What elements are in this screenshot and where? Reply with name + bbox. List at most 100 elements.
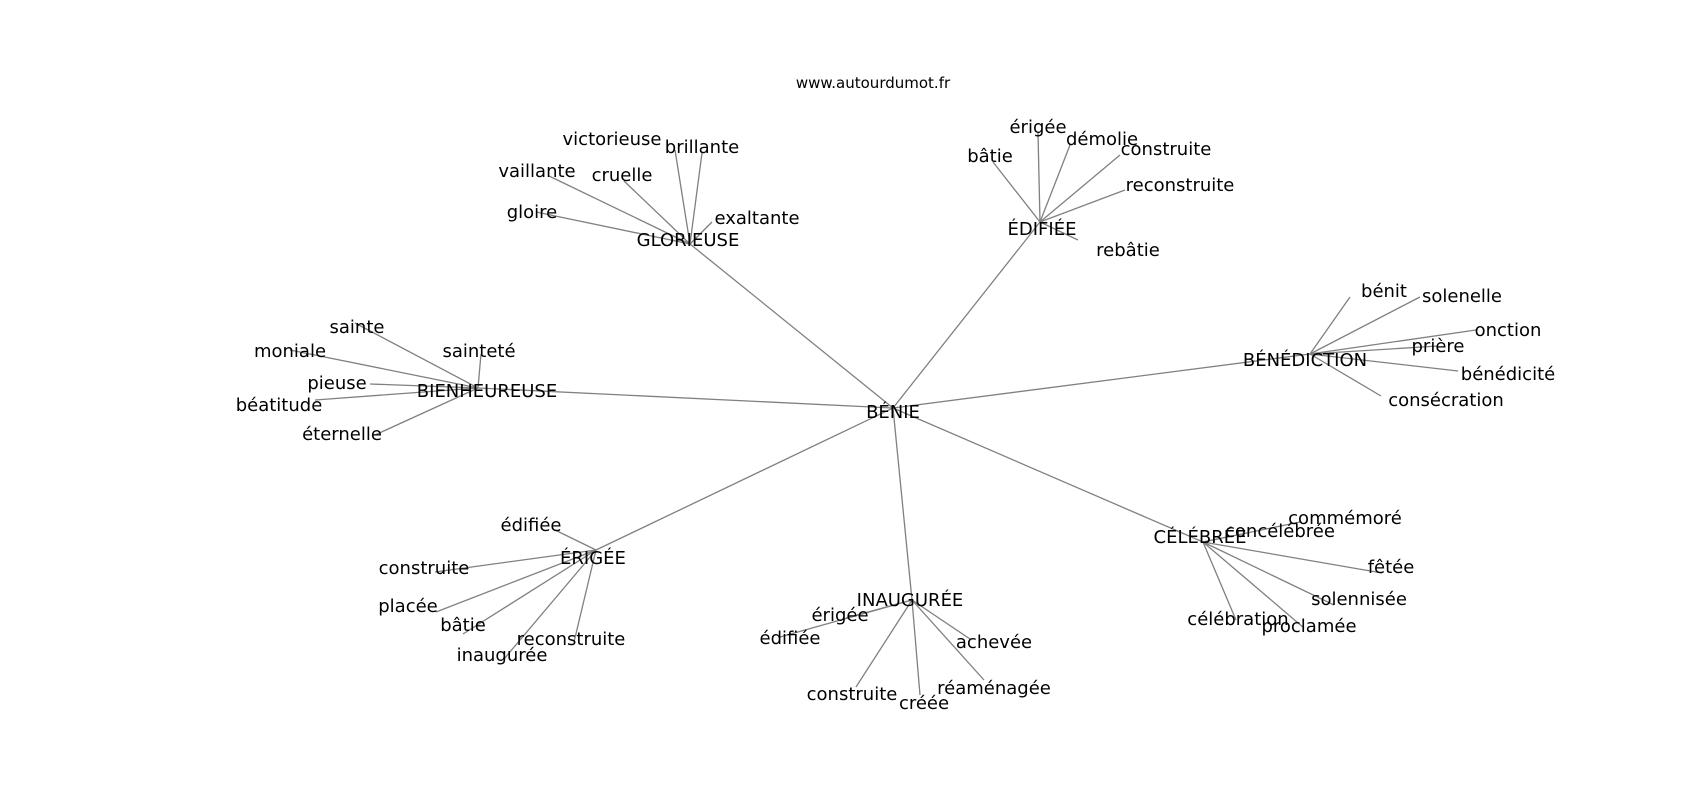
edge-hub-leaf [1309,353,1382,397]
edge-hub-leaf [689,152,703,245]
hub-word[interactable]: ÉDIFIÉE [1008,218,1077,240]
edge-center-hub [892,407,1204,543]
leaf-word[interactable]: célébration [1187,609,1288,630]
edges-layer [289,132,1477,696]
edge-hub-leaf [1309,329,1477,355]
edge-hub-leaf [1202,541,1237,621]
leaf-word[interactable]: fêtée [1368,557,1415,578]
leaf-word[interactable]: érigée [811,605,868,626]
edge-hub-leaf [477,353,482,389]
leaf-word[interactable]: créée [899,693,949,714]
edge-hub-leaf [623,180,691,245]
edge-hub-leaf [1309,345,1439,355]
leaf-word[interactable]: inaugurée [457,645,548,666]
leaf-word[interactable]: bâtie [440,615,486,636]
edge-center-hub [892,221,1041,409]
edge-hub-leaf [462,549,597,635]
hub-word[interactable]: INAUGURÉE [857,589,964,611]
edge-hub-leaf [369,383,479,389]
edge-hub-leaf [554,529,597,551]
edge-hub-leaf [992,161,1041,223]
leaf-word[interactable]: prière [1412,336,1465,357]
leaf-word[interactable]: bénit [1361,281,1407,302]
leaf-word[interactable]: béatitude [236,395,323,416]
edge-hub-leaf [911,599,985,681]
edge-hub-leaf [434,549,597,573]
leaf-word[interactable]: édifiée [760,628,821,649]
edge-hub-leaf [289,349,479,389]
hub-word[interactable]: BÉNÉDICTION [1243,349,1367,371]
hub-word[interactable]: CÉLÉBRÉE [1154,526,1247,548]
edge-center-hub [477,387,894,409]
leaf-word[interactable]: construite [1121,139,1212,160]
leaf-word[interactable]: concélébrée [1225,521,1335,542]
edge-hub-leaf [1039,221,1079,241]
leaf-word[interactable]: solenelle [1422,286,1502,307]
site-url[interactable]: www.autourdumot.fr [796,74,951,92]
edge-hub-leaf [674,149,691,245]
edge-hub-leaf [1037,132,1041,223]
leaf-word[interactable]: bâtie [967,146,1013,167]
leaf-word[interactable]: érigée [1009,117,1066,138]
hub-word[interactable]: GLORIEUSE [637,230,740,251]
leaf-word[interactable]: consécration [1388,390,1504,411]
leaf-word[interactable]: commémoré [1288,508,1402,529]
leaf-word[interactable]: onction [1475,320,1542,341]
leaf-word[interactable]: moniale [254,341,326,362]
leaf-word[interactable]: reconstruite [1126,175,1235,196]
leaf-word[interactable]: brillante [665,137,739,158]
leaf-word[interactable]: cruelle [592,165,653,186]
leaf-word[interactable]: vaillante [498,161,575,182]
edge-hub-leaf [689,221,713,245]
edge-hub-leaf [1202,535,1233,543]
leaf-word[interactable]: reconstruite [517,629,626,650]
leaf-word[interactable]: solennisée [1311,589,1407,610]
edge-hub-leaf [855,599,913,688]
edge-hub-leaf [1039,189,1126,223]
edge-center-hub [595,407,894,551]
edge-hub-leaf [1202,541,1383,574]
edge-hub-leaf [1309,353,1459,372]
leaf-word[interactable]: sainteté [442,341,515,362]
center-word[interactable]: BÉNIE [866,401,920,423]
leaf-word[interactable]: édifiée [501,515,562,536]
edge-hub-leaf [779,599,913,638]
leaf-word[interactable]: placée [378,596,438,617]
leaf-word[interactable]: éternelle [302,424,382,445]
edge-center-hub [892,407,913,601]
leaf-word[interactable]: rebâtie [1096,240,1160,261]
edge-hub-leaf [503,549,597,660]
edge-hub-leaf [535,211,691,245]
leaf-word[interactable]: exaltante [714,208,799,229]
edge-center-hub [892,353,1311,409]
hub-word[interactable]: ÉRIGÉE [560,547,626,569]
edge-hub-leaf [1309,296,1421,355]
edge-hub-leaf [573,549,597,643]
edge-hub-leaf [911,599,971,640]
edge-hub-leaf [354,322,479,389]
edge-hub-leaf [1309,296,1351,355]
leaf-word[interactable]: proclamée [1261,616,1356,637]
leaf-word[interactable]: bénédicité [1461,364,1555,385]
leaf-word[interactable]: pieuse [307,373,366,394]
edge-hub-leaf [374,387,479,436]
edge-hub-leaf [1202,541,1335,606]
edge-hub-leaf [1039,154,1121,223]
edge-hub-leaf [911,599,921,696]
leaf-word[interactable]: gloire [507,202,558,223]
edge-center-hub [689,243,894,409]
leaf-word[interactable]: sainte [330,317,385,338]
edge-hub-leaf [1202,541,1305,629]
hub-word[interactable]: BIENHEUREUSE [417,381,557,402]
leaf-word[interactable]: construite [807,684,898,705]
edge-hub-leaf [1039,144,1071,223]
leaf-word[interactable]: construite [379,558,470,579]
edge-hub-leaf [435,549,597,613]
leaf-word[interactable]: achevée [956,632,1032,653]
leaf-word[interactable]: réaménagée [937,678,1051,699]
leaf-word[interactable]: victorieuse [563,129,662,150]
edge-hub-leaf [314,387,479,401]
leaf-word[interactable]: démolie [1066,129,1138,150]
